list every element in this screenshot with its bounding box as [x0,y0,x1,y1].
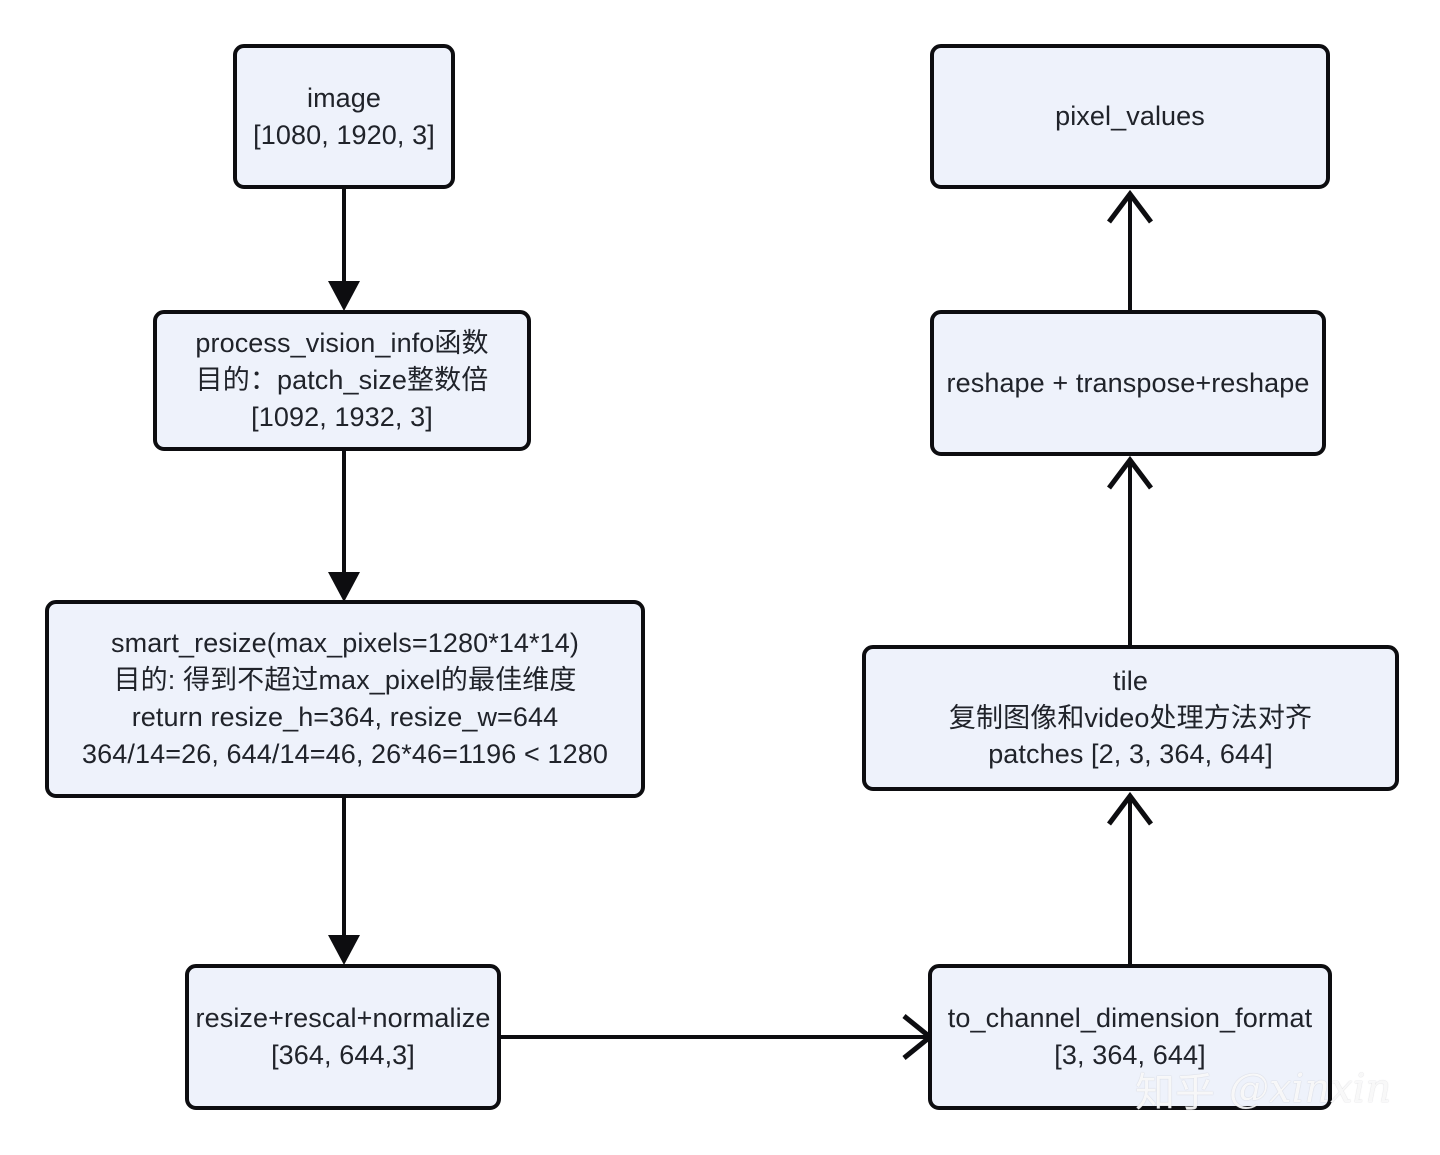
edge-to-channel-dimension-format-to-tile [1107,791,1153,968]
node-resize-rescal-normalize-line-1: resize+rescal+normalize [195,1003,491,1034]
node-tile-line-2: 复制图像和video处理方法对齐 [948,702,1313,733]
edge-reshape-to-pixel-values [1107,189,1153,316]
node-smart-resize-line-2: 目的: 得到不超过max_pixel的最佳维度 [113,665,577,696]
node-reshape-transpose-reshape-line-1: reshape + transpose+reshape [946,367,1310,398]
node-process-vision-info[interactable]: process_vision_info函数 目的：patch_size整数倍 [… [153,310,531,451]
node-process-vision-info-line-3: [1092, 1932, 3] [251,401,433,432]
edge-process-vision-info-to-smart-resize [328,448,360,602]
edge-image-to-process-vision-info [328,185,360,311]
node-image-line-2: [1080, 1920, 3] [253,119,435,150]
edge-tile-to-reshape-transpose-reshape [1107,455,1153,650]
edge-smart-resize-to-resize-rescal-normalize [328,795,360,965]
node-resize-rescal-normalize-line-2: [364, 644,3] [271,1040,415,1070]
node-to-channel-dimension-format-line-1: to_channel_dimension_format [947,1003,1313,1034]
node-process-vision-info-line-1: process_vision_info函数 [195,328,489,359]
edge-resize-to-to-channel-dimension-format [498,1014,934,1060]
node-smart-resize-line-1: smart_resize(max_pixels=1280*14*14) [111,628,579,659]
node-pixel-values-line-1: pixel_values [1055,101,1205,131]
node-to-channel-dimension-format[interactable]: to_channel_dimension_format [3, 364, 644… [928,964,1332,1110]
node-smart-resize-line-4: 364/14=26, 644/14=46, 26*46=1196 < 1280 [82,738,608,769]
node-image-line-1: image [306,82,382,113]
node-resize-rescal-normalize[interactable]: resize+rescal+normalize [364, 644,3] [185,964,501,1110]
node-reshape-transpose-reshape[interactable]: reshape + transpose+reshape [930,310,1326,456]
node-tile-line-1: tile [1113,665,1148,696]
node-tile-line-3: patches [2, 3, 364, 644] [988,739,1273,770]
node-smart-resize-line-3: return resize_h=364, resize_w=644 [131,702,559,732]
node-tile[interactable]: tile 复制图像和video处理方法对齐 patches [2, 3, 364… [862,645,1399,791]
node-smart-resize[interactable]: smart_resize(max_pixels=1280*14*14) 目的: … [45,600,645,798]
node-pixel-values[interactable]: pixel_values [930,44,1330,189]
node-image[interactable]: image [1080, 1920, 3] [233,44,455,189]
node-to-channel-dimension-format-line-2: [3, 364, 644] [1054,1040,1206,1070]
node-process-vision-info-line-2: 目的：patch_size整数倍 [195,365,489,395]
